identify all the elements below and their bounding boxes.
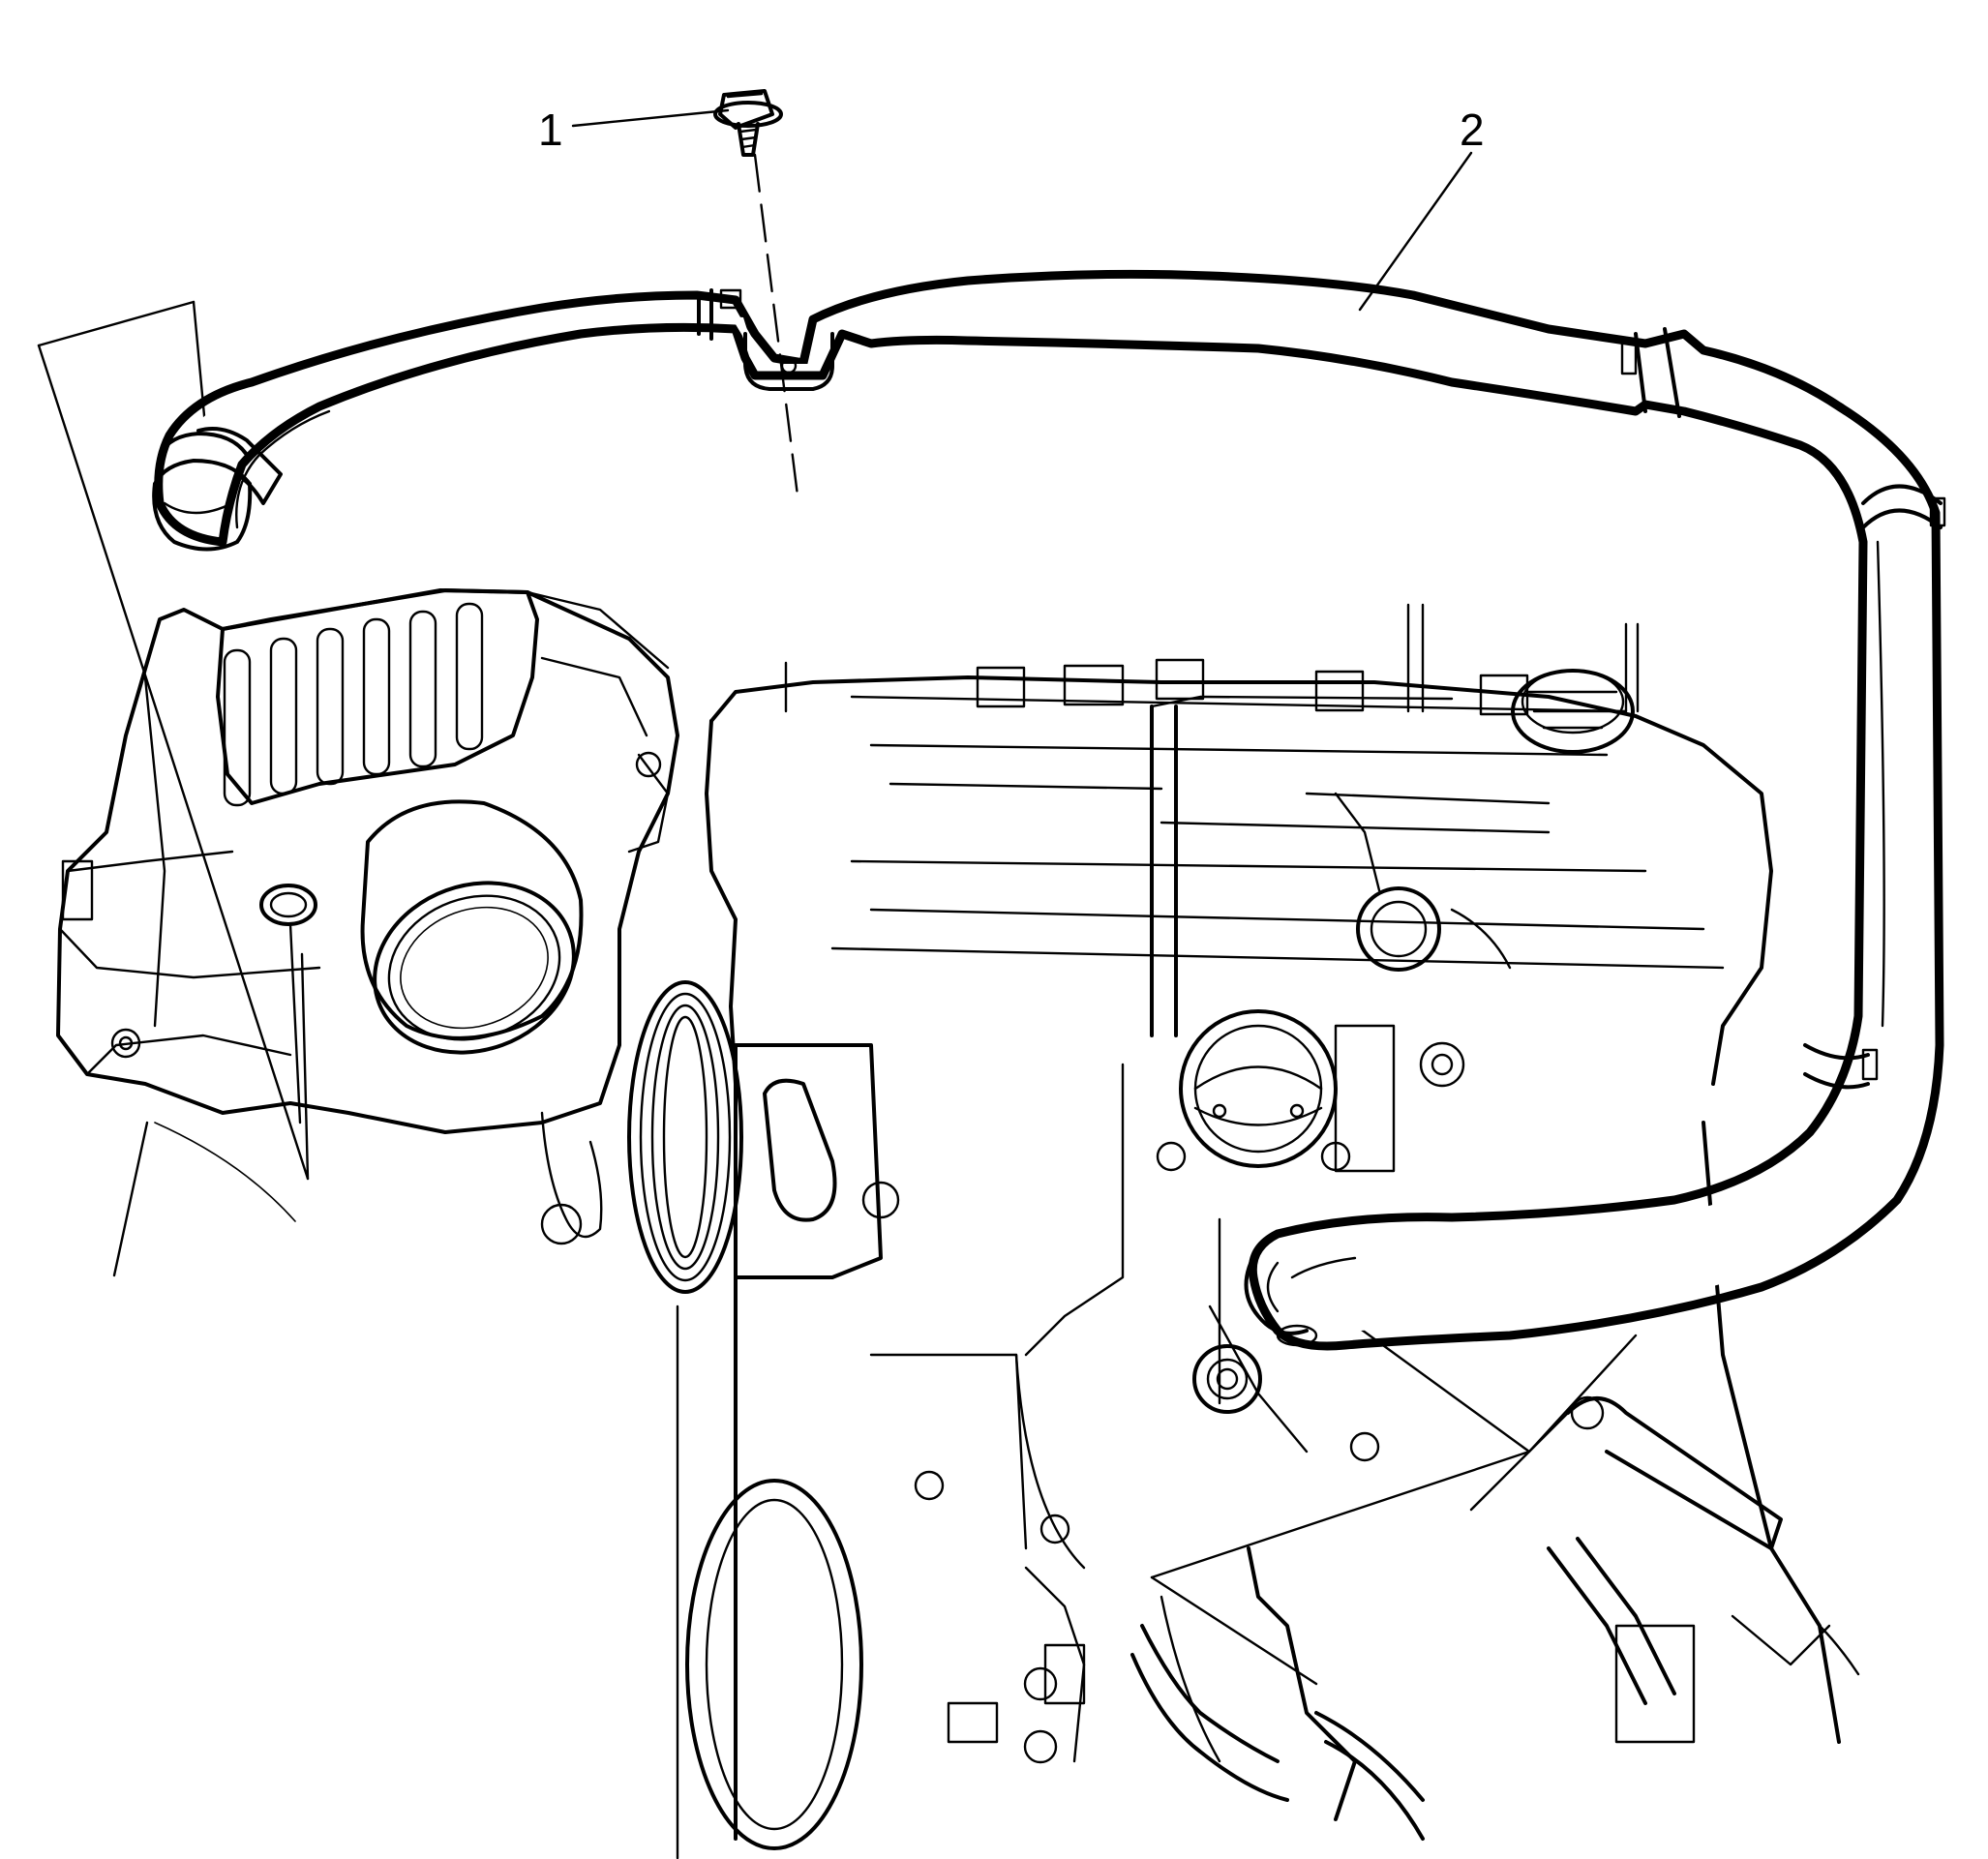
crankshaft-pulley xyxy=(627,980,743,1294)
hose-collar-right-bottom xyxy=(1803,1043,1879,1090)
callout-1: 1 xyxy=(538,105,730,155)
throttle-body xyxy=(1156,1009,1465,1173)
hose-collar-right-top xyxy=(1861,484,1946,529)
bolt xyxy=(713,89,783,157)
hose-elbow-left xyxy=(152,427,283,552)
pcv-valve xyxy=(1334,792,1512,972)
engine-assembly xyxy=(627,603,1860,1859)
bolt-centerline xyxy=(753,153,800,505)
thermostat-housing xyxy=(734,1043,900,1279)
oil-filler-cap xyxy=(1511,669,1635,754)
hose-assembly xyxy=(152,269,1946,1351)
hose-outlet-end xyxy=(1244,1246,1318,1347)
hose-clamp-left xyxy=(697,288,742,341)
air-cleaner-outlet xyxy=(360,799,584,1055)
air-cleaner-assembly xyxy=(37,300,679,1277)
callout-1-label: 1 xyxy=(538,105,563,155)
hose-clamp-right xyxy=(1620,327,1681,418)
cover-ribs xyxy=(223,602,484,807)
callout-1-leader xyxy=(571,108,730,128)
callout-2-leader xyxy=(1358,151,1473,312)
callout-2: 2 xyxy=(1358,105,1485,312)
callout-2-label: 2 xyxy=(1460,105,1485,155)
coil-connectors xyxy=(784,603,1640,716)
